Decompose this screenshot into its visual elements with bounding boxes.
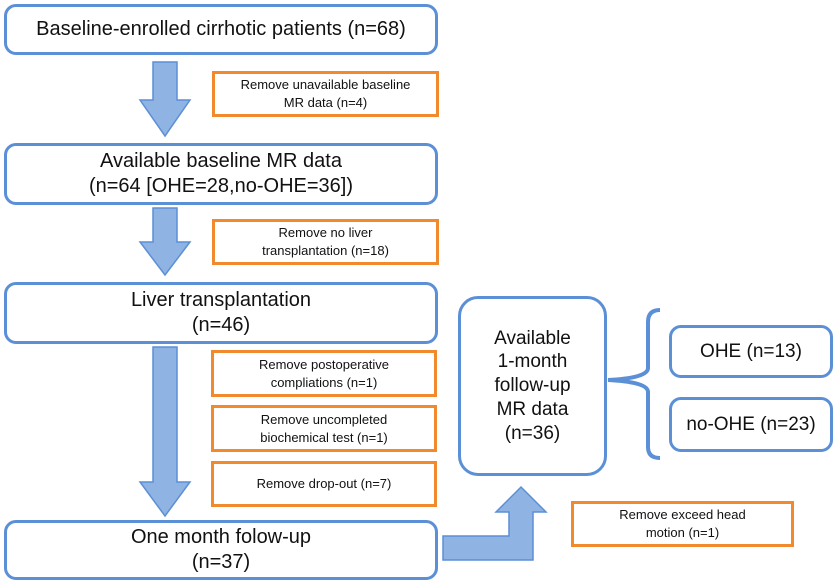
exclusion-postoperative-line2: compliations (n=1) — [270, 374, 378, 390]
exclusion-no-transplant-line1: Remove no liver — [278, 225, 373, 241]
box-followup-mr-line2: 1-month — [497, 351, 568, 373]
box-available-baseline-mr-count: (n=64 [OHE=28,no-OHE=36]) — [88, 175, 354, 197]
box-liver-transplantation: Liver transplantation (n=46) — [4, 282, 438, 344]
box-baseline-enrolled-text: Baseline-enrolled cirrhotic patients (n=… — [36, 18, 406, 40]
exclusion-biochemical-line2: biochemical test (n=1) — [260, 429, 388, 445]
exclusion-no-transplant: Remove no liver transplantation (n=18) — [212, 219, 439, 265]
box-ohe-text: OHE (n=13) — [700, 340, 802, 362]
exclusion-biochemical: Remove uncompleted biochemical test (n=1… — [211, 405, 437, 452]
exclusion-head-motion-line2: motion (n=1) — [645, 525, 720, 540]
box-followup-mr-line3: follow-up — [494, 375, 571, 397]
box-one-month-followup-count: (n=37) — [191, 551, 251, 573]
exclusion-postoperative: Remove postoperative compliations (n=1) — [211, 350, 437, 397]
box-followup-mr-data: Available 1-month follow-up MR data (n=3… — [458, 296, 607, 476]
down-arrow-2 — [138, 207, 192, 277]
elbow-arrow — [442, 485, 548, 561]
exclusion-no-transplant-line2: transplantation (n=18) — [262, 243, 389, 258]
down-arrow-3 — [138, 346, 192, 518]
exclusion-dropout: Remove drop-out (n=7) — [211, 461, 437, 507]
box-no-ohe-text: no-OHE (n=23) — [686, 413, 816, 435]
exclusion-postoperative-line1: Remove postoperative — [258, 356, 390, 372]
box-ohe: OHE (n=13) — [669, 325, 833, 378]
box-one-month-followup-title: One month folow-up — [130, 526, 312, 548]
box-available-baseline-mr: Available baseline MR data (n=64 [OHE=28… — [4, 143, 438, 205]
split-brace — [607, 308, 661, 460]
box-followup-mr-count: (n=36) — [504, 422, 561, 444]
box-no-ohe: no-OHE (n=23) — [669, 397, 833, 452]
down-arrow-1 — [138, 61, 192, 138]
exclusion-head-motion: Remove exceed head motion (n=1) — [571, 501, 794, 547]
box-liver-transplantation-title: Liver transplantation — [130, 289, 312, 311]
exclusion-biochemical-line1: Remove uncompleted — [260, 411, 388, 427]
box-followup-mr-line1: Available — [494, 327, 571, 349]
box-liver-transplantation-count: (n=46) — [191, 314, 251, 336]
box-baseline-enrolled: Baseline-enrolled cirrhotic patients (n=… — [4, 4, 438, 55]
box-followup-mr-line4: MR data — [496, 398, 569, 420]
exclusion-dropout-line1: Remove drop-out (n=7) — [256, 476, 392, 492]
exclusion-unavailable-mr-line2: MR data (n=4) — [283, 95, 368, 110]
exclusion-unavailable-mr: Remove unavailable baseline MR data (n=4… — [212, 71, 439, 117]
box-one-month-followup: One month folow-up (n=37) — [4, 520, 438, 580]
box-available-baseline-mr-title: Available baseline MR data — [99, 150, 342, 172]
exclusion-head-motion-line1: Remove exceed head — [619, 507, 746, 523]
exclusion-unavailable-mr-line1: Remove unavailable baseline — [240, 77, 411, 93]
